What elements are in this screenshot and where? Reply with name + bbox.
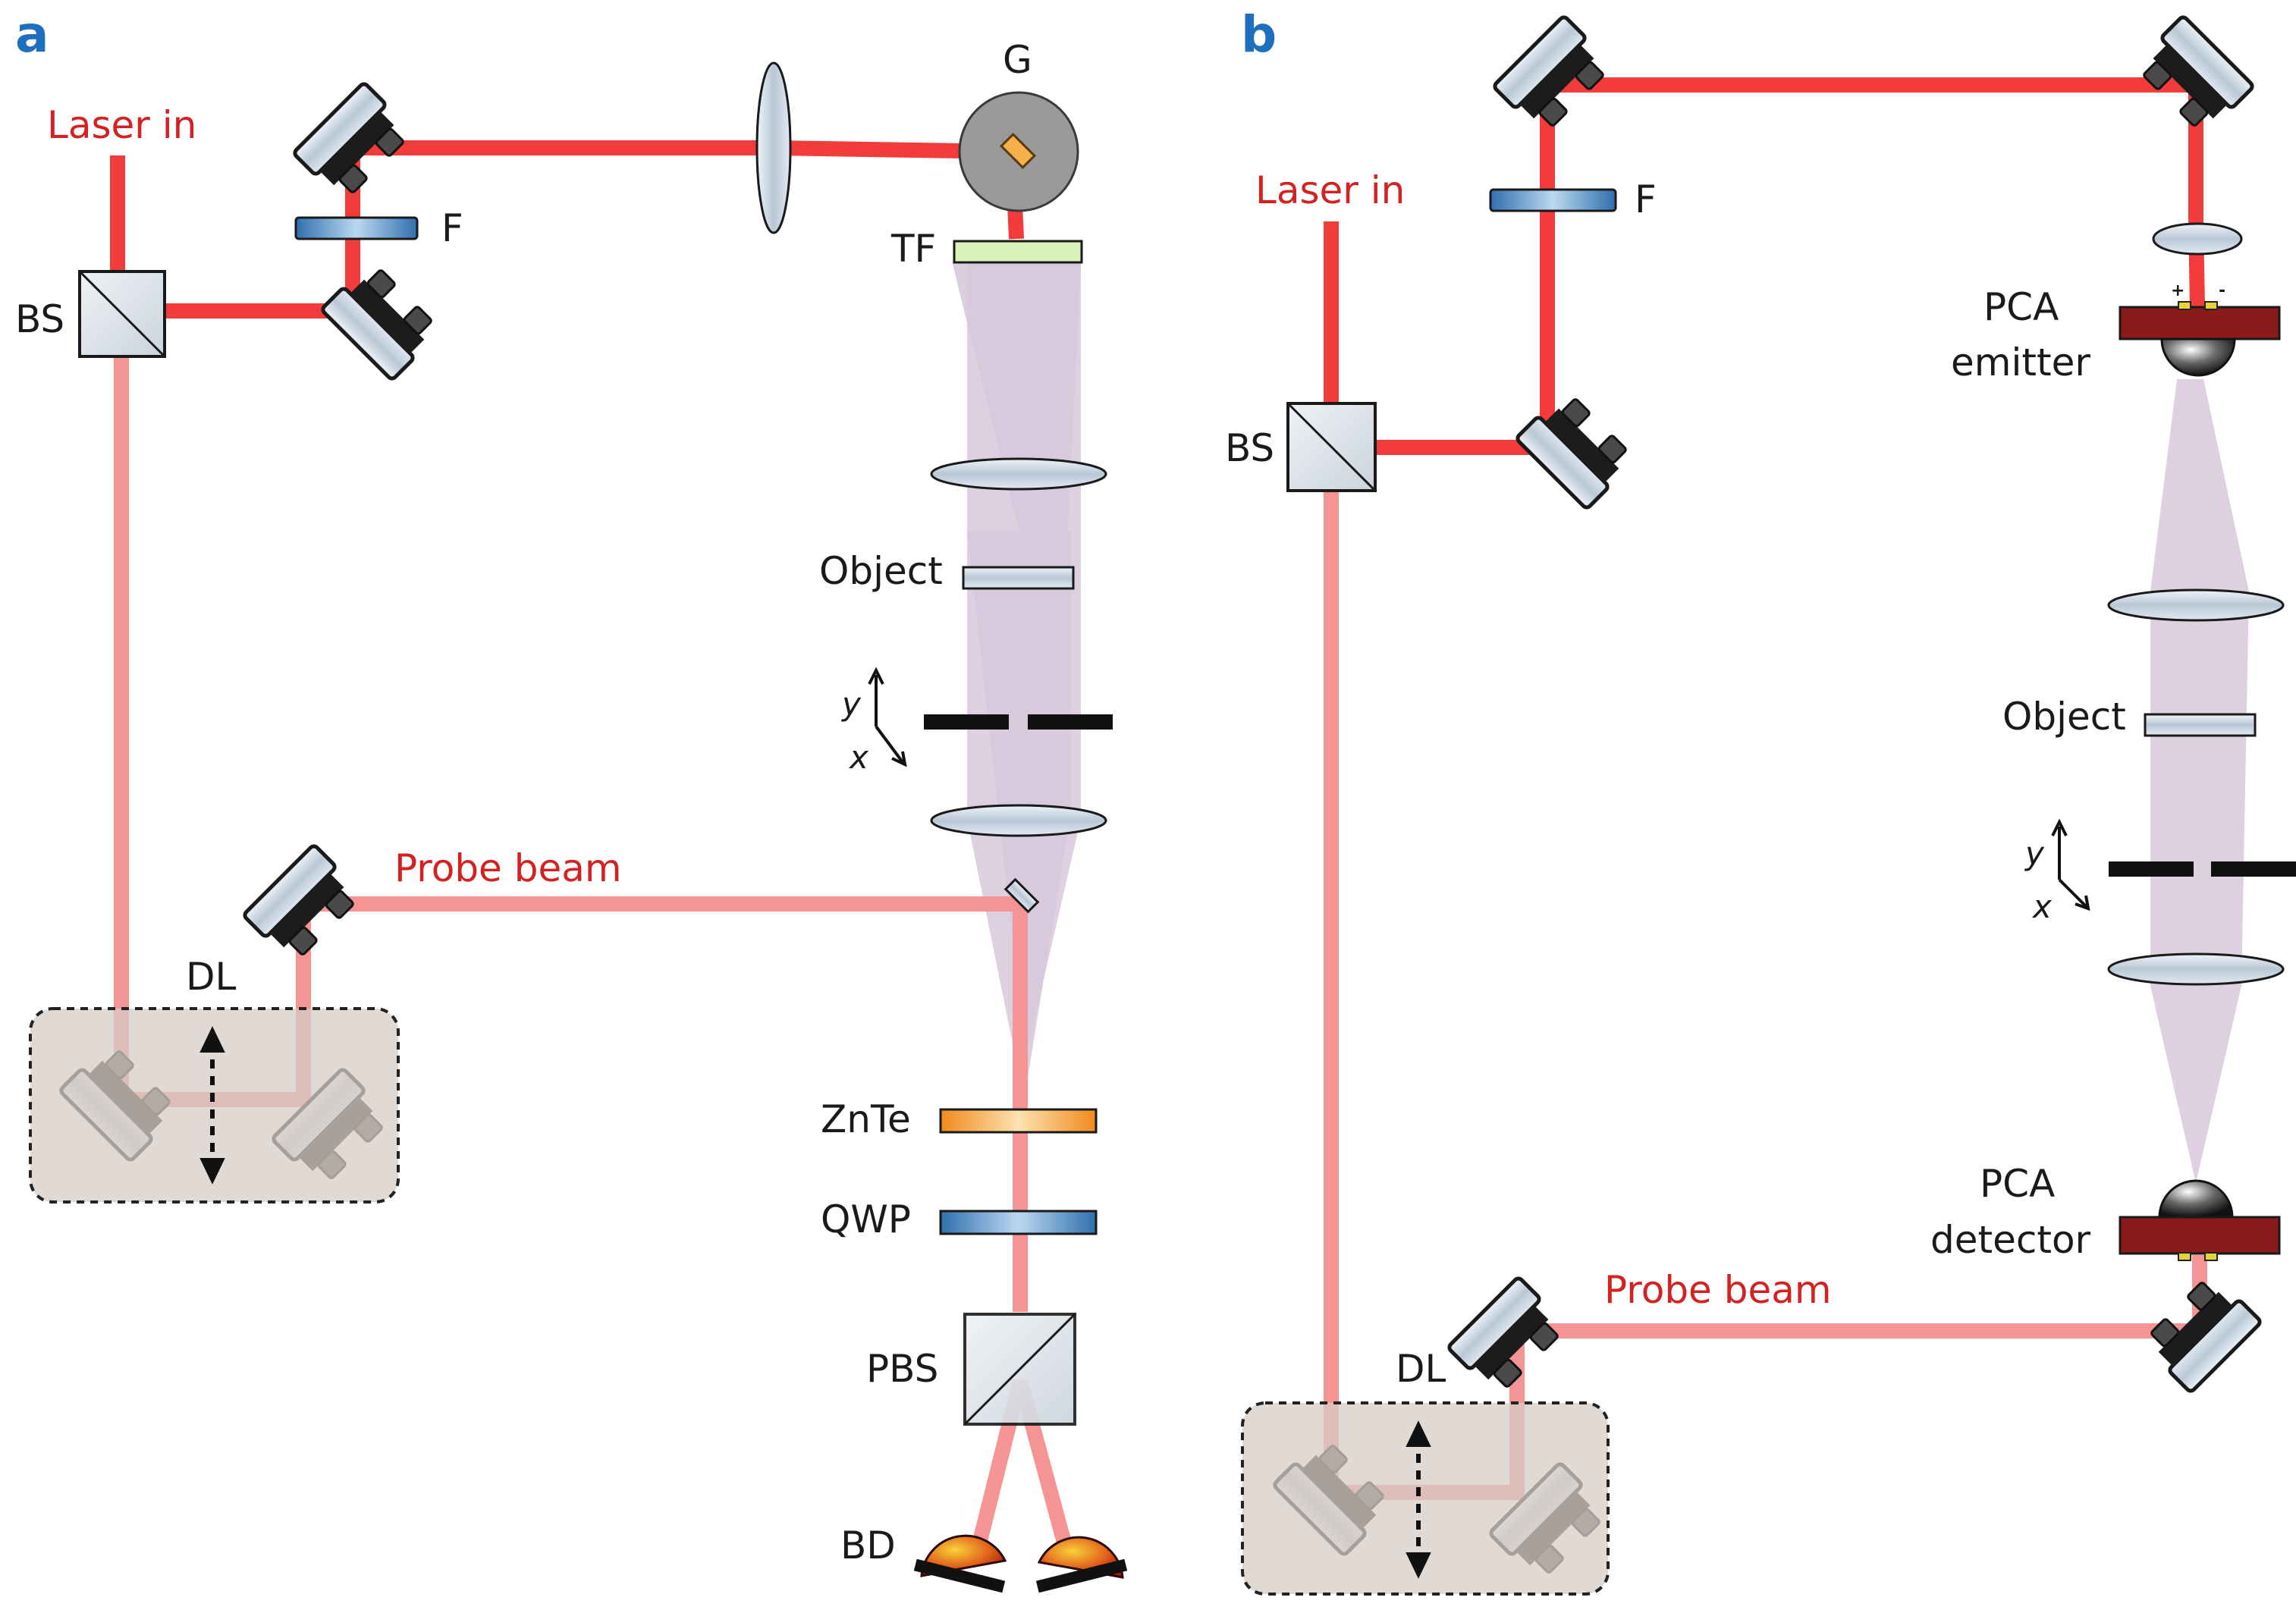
znte-crystal xyxy=(939,1108,1098,1134)
delay-arrow-a xyxy=(199,1026,225,1185)
object-a xyxy=(962,566,1075,590)
beam-splitter-b xyxy=(1286,402,1377,492)
mirror-a3 xyxy=(243,844,363,965)
pca-plus-sign: + xyxy=(2171,281,2184,300)
bs-label-a: BS xyxy=(15,297,64,341)
aperture-left-a xyxy=(924,714,1009,730)
laser-in-label-b: Laser in xyxy=(1255,168,1405,212)
aperture-right-b xyxy=(2211,861,2296,877)
mirror-b1 xyxy=(1493,15,1613,136)
thz-beam-b xyxy=(2150,379,2249,1183)
mirror-b2 xyxy=(2133,15,2254,136)
filter-f-a xyxy=(294,216,419,240)
aperture-right-a xyxy=(1028,714,1113,730)
mirror-a1 xyxy=(293,82,413,202)
qwp-label: QWP xyxy=(821,1197,911,1241)
pbs-label: PBS xyxy=(866,1347,938,1391)
mirror-b4 xyxy=(1447,1276,1568,1397)
axis-x-label-a: x xyxy=(848,739,869,776)
mirror-a2 xyxy=(321,259,441,380)
panel-a: a xyxy=(15,5,1128,1593)
quarter-wave-plate xyxy=(939,1210,1098,1235)
mirror-b5 xyxy=(2141,1272,2261,1392)
probe-beam-label-a: Probe beam xyxy=(394,846,622,890)
panel-b-label: b xyxy=(1241,5,1277,64)
pickoff-mirror-a xyxy=(1004,877,1040,914)
g-label: G xyxy=(1003,38,1032,82)
delay-arrow-b xyxy=(1406,1420,1431,1579)
pca-emitter-label-1: PCA xyxy=(1983,285,2059,329)
axis-x-label-b: x xyxy=(2031,888,2053,925)
dl-label-a: DL xyxy=(186,955,237,999)
panel-b: b xyxy=(1225,5,2296,1596)
focusing-lens-a xyxy=(755,61,792,234)
pca-detector xyxy=(2119,1179,2281,1261)
dl-label-b: DL xyxy=(1396,1347,1446,1391)
pca-detector-label-2: detector xyxy=(1930,1218,2091,1262)
thz-lens-a2 xyxy=(930,804,1107,837)
axis-indicator-a xyxy=(868,667,907,767)
delay-line-box-b xyxy=(1241,1401,1610,1596)
polarizing-beam-splitter xyxy=(963,1313,1076,1426)
znte-label: ZnTe xyxy=(821,1097,911,1141)
pump-beam-b xyxy=(1324,77,2205,455)
thz-lens-b1 xyxy=(2107,588,2285,622)
axis-y-label-a: y xyxy=(840,686,862,723)
beam-splitter-a xyxy=(78,270,166,358)
balanced-detector-2 xyxy=(1035,1536,1128,1593)
panel-a-label: a xyxy=(15,5,49,64)
focusing-lens-b xyxy=(2152,222,2243,256)
object-label-b: Object xyxy=(2002,695,2126,739)
tf-label: TF xyxy=(890,227,936,271)
filter-f-b xyxy=(1489,188,1617,212)
f-label-b: F xyxy=(1635,177,1657,221)
f-label-a: F xyxy=(441,206,463,250)
bd-label: BD xyxy=(840,1524,896,1567)
axis-indicator-b xyxy=(2051,818,2090,912)
object-b xyxy=(2144,713,2257,737)
bs-label-b: BS xyxy=(1225,426,1274,470)
aperture-left-b xyxy=(2109,861,2194,877)
pump-beam-a xyxy=(110,140,1024,319)
axis-y-label-b: y xyxy=(2024,835,2045,872)
balanced-detector-1 xyxy=(913,1534,1007,1593)
thz-lens-a1 xyxy=(930,457,1107,491)
pca-minus-sign: - xyxy=(2219,281,2225,300)
probe-beam-label-b: Probe beam xyxy=(1604,1268,1832,1312)
pca-emitter-label-2: emitter xyxy=(1951,340,2090,384)
grating-g xyxy=(958,91,1079,212)
laser-in-label-a: Laser in xyxy=(47,103,196,147)
mirror-b3 xyxy=(1515,388,1636,509)
thz-lens-b2 xyxy=(2107,952,2285,986)
object-label-a: Object xyxy=(819,549,943,593)
thz-filter-tf xyxy=(953,240,1083,264)
delay-line-box-a xyxy=(29,1007,400,1203)
pca-emitter: + - xyxy=(2119,281,2281,377)
pca-detector-label-1: PCA xyxy=(1980,1162,2055,1206)
